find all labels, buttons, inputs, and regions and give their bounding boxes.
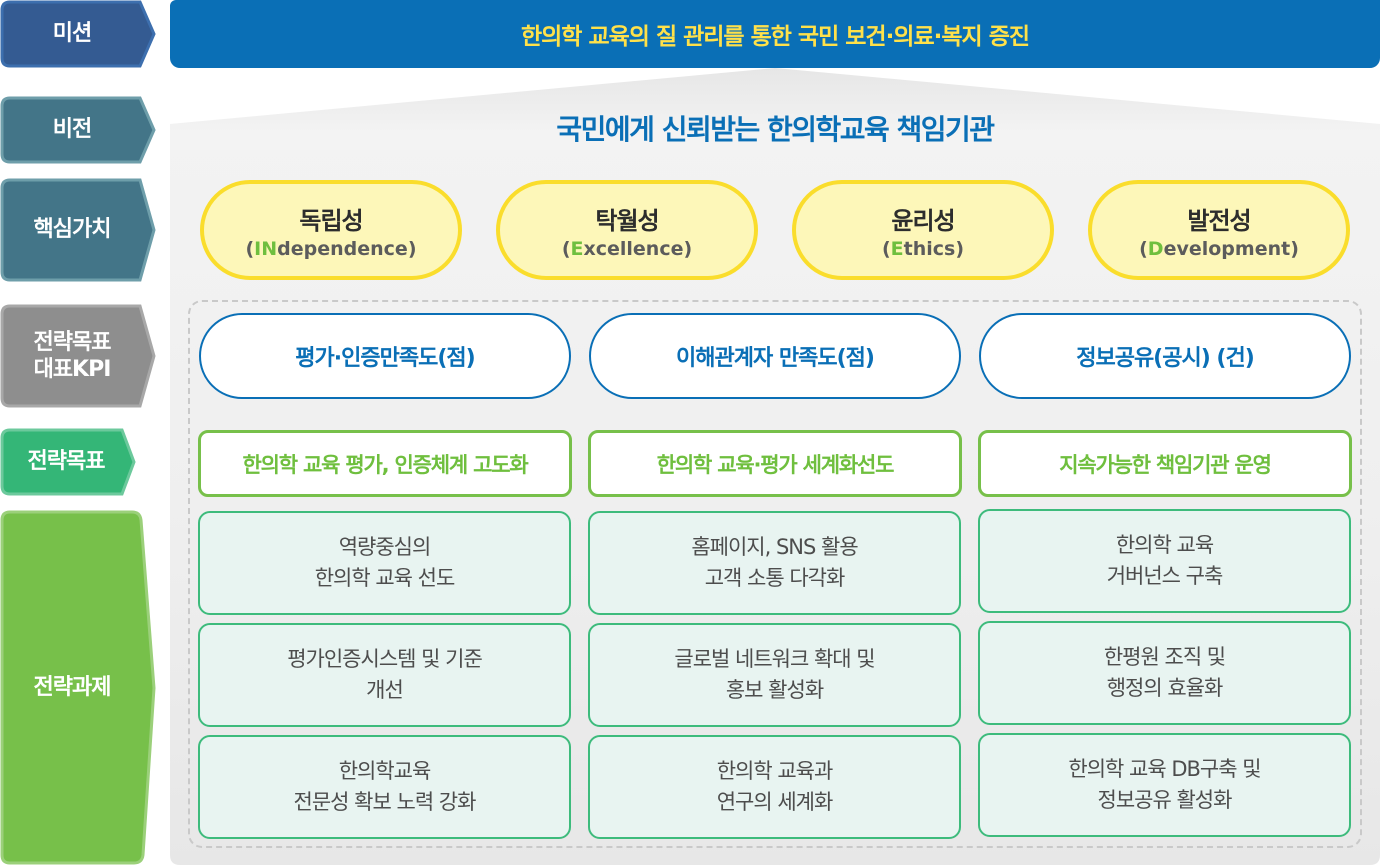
task-line: 한의학교육 [338, 758, 432, 783]
kpi-label: 이해관계자 만족도(점) [676, 346, 875, 371]
core-value-en: (INdependence) [245, 237, 417, 260]
task-card: 역량중심의 한의학 교육 선도 [198, 511, 571, 615]
kpi-stakeholder-satisfaction: 이해관계자 만족도(점) [589, 313, 961, 399]
tag-kpi-label-line2: 대표KPI [33, 357, 112, 382]
task-card: 한의학 교육 거버넌스 구축 [978, 509, 1351, 613]
task-line: 한의학 교육 [1115, 532, 1214, 557]
core-value-en: (Ethics) [881, 237, 965, 260]
task-line: 거버넌스 구축 [1106, 564, 1224, 588]
arrow-tag-shape [0, 96, 156, 164]
tag-core-values-label: 핵심가치 [33, 217, 112, 243]
task-line: 연구의 세계화 [716, 790, 834, 814]
mission-text: 한의학 교육의 질 관리를 통한 국민 보건·의료·복지 증진 [520, 24, 1030, 50]
goal-sustainable-institution: 지속가능한 책임기관 운영 [978, 430, 1352, 497]
tag-vision-label: 비전 [52, 117, 92, 143]
strategy-dotted-region [188, 300, 1362, 848]
arrow-tag-shape [0, 304, 156, 408]
task-line: 개선 [366, 678, 404, 702]
core-value-initial: E [570, 237, 584, 260]
goal-label: 한의학 교육·평가 세계화선도 [656, 452, 895, 477]
task-line: 행정의 효율화 [1106, 676, 1224, 700]
kpi-label: 평가·인증만족도(점) [295, 346, 475, 371]
goal-globalization: 한의학 교육·평가 세계화선도 [588, 430, 962, 497]
core-value-ko: 발전성 [1187, 206, 1251, 235]
arrow-tag-shape [0, 178, 156, 282]
tag-strategic-goals: 전략목표 [0, 428, 156, 496]
task-card: 한의학교육 전문성 확보 노력 강화 [198, 735, 571, 839]
arrow-tag-shape [0, 428, 136, 496]
task-line: 고객 소통 다각화 [704, 566, 846, 590]
tag-strategic-tasks-label: 전략과제 [33, 674, 112, 700]
task-line: 평가인증시스템 및 기준 [287, 646, 483, 671]
task-line: 홍보 활성화 [725, 678, 824, 702]
task-line: 정보공유 활성화 [1097, 788, 1233, 812]
mission-banner: 한의학 교육의 질 관리를 통한 국민 보건·의료·복지 증진 [170, 0, 1380, 68]
core-value-excellence: 탁월성 (Excellence) [496, 180, 758, 280]
tag-strategic-goals-label: 전략목표 [27, 449, 106, 475]
tag-mission: 미션 [0, 0, 156, 68]
task-line: 한의학 교육과 [716, 758, 834, 783]
task-line: 홈페이지, SNS 활용 [691, 534, 858, 559]
goal-label: 지속가능한 책임기관 운영 [1059, 452, 1272, 477]
task-line: 글로벌 네트워크 확대 및 [674, 646, 875, 671]
tag-vision: 비전 [0, 96, 156, 164]
task-card: 평가인증시스템 및 기준 개선 [198, 623, 571, 727]
task-card: 한의학 교육 DB구축 및 정보공유 활성화 [978, 733, 1351, 837]
core-value-initial: D [1147, 237, 1164, 260]
task-line: 한의학 교육 선도 [314, 566, 456, 590]
task-line: 전문성 확보 노력 강화 [293, 790, 477, 814]
tag-strategic-tasks: 전략과제 [0, 510, 156, 865]
core-value-ko: 탁월성 [595, 206, 659, 235]
task-card: 한의학 교육과 연구의 세계화 [588, 735, 961, 839]
task-card: 홈페이지, SNS 활용 고객 소통 다각화 [588, 511, 961, 615]
tag-core-values: 핵심가치 [0, 178, 156, 282]
core-value-initial: E [890, 237, 904, 260]
kpi-evaluation-satisfaction: 평가·인증만족도(점) [199, 313, 571, 399]
core-value-independence: 독립성 (INdependence) [200, 180, 462, 280]
kpi-label: 정보공유(공시) (건) [1076, 346, 1255, 371]
goal-label: 한의학 교육 평가, 인증체계 고도화 [242, 452, 529, 477]
goal-evaluation-accreditation: 한의학 교육 평가, 인증체계 고도화 [198, 430, 572, 497]
core-value-initial: IN [254, 237, 278, 260]
tag-kpi-label-line1: 전략목표 [33, 329, 112, 355]
arrow-tag-shape [0, 510, 156, 865]
tag-mission-label: 미션 [52, 21, 92, 47]
task-card: 글로벌 네트워크 확대 및 홍보 활성화 [588, 623, 961, 727]
core-value-en: (Excellence) [561, 237, 693, 260]
arrow-tag-shape [0, 0, 156, 68]
core-value-ko: 독립성 [299, 206, 363, 235]
core-value-ko: 윤리성 [891, 206, 955, 235]
task-line: 한평원 조직 및 [1103, 644, 1226, 669]
task-line: 한의학 교육 DB구축 및 [1068, 756, 1261, 781]
kpi-information-sharing: 정보공유(공시) (건) [979, 313, 1351, 399]
core-value-development: 발전성 (Development) [1088, 180, 1350, 280]
core-value-en: (Development) [1139, 237, 1299, 260]
task-line: 역량중심의 [338, 534, 432, 559]
task-card: 한평원 조직 및 행정의 효율화 [978, 621, 1351, 725]
vision-text: 국민에게 신뢰받는 한의학교육 책임기관 [556, 113, 995, 146]
tag-kpi: 전략목표 대표KPI [0, 304, 156, 408]
core-value-ethics: 윤리성 (Ethics) [792, 180, 1054, 280]
